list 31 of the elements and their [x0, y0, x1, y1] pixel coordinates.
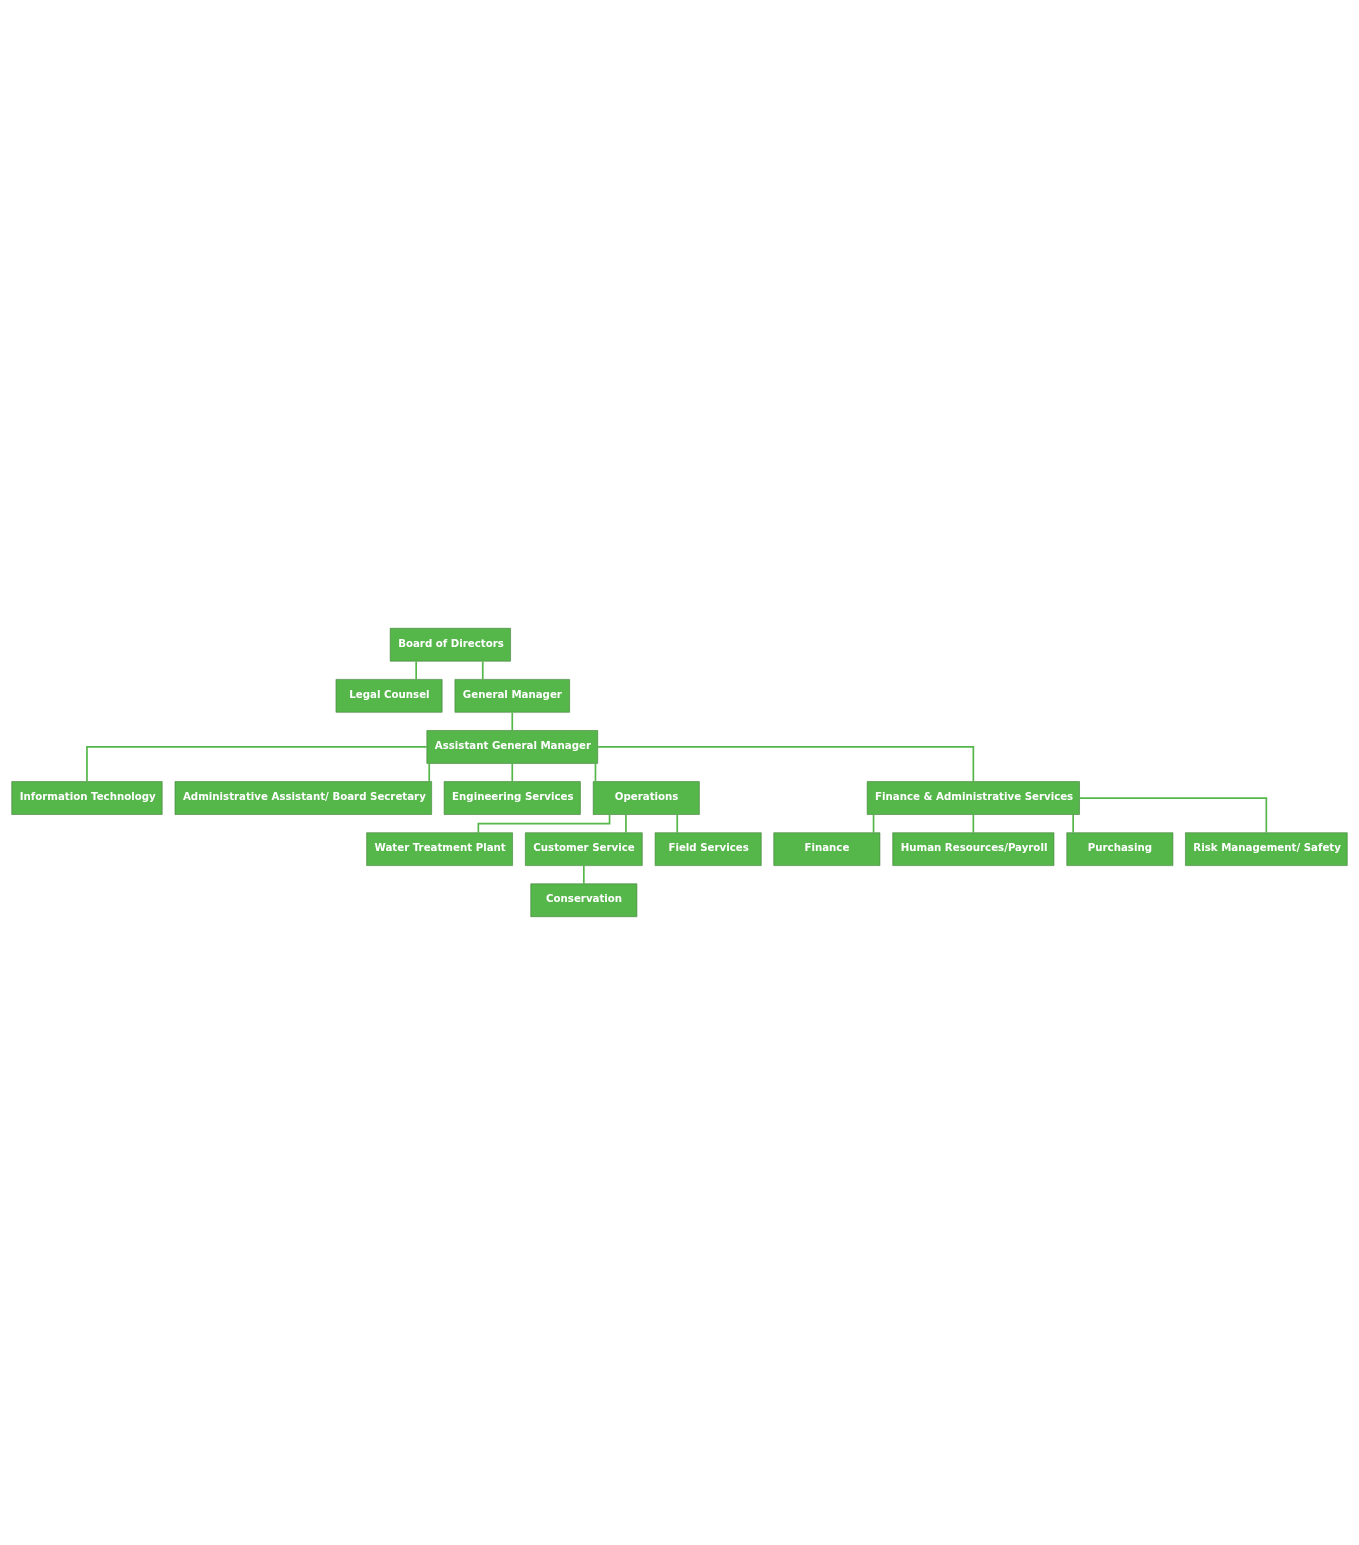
node-box: Purchasing: [1066, 832, 1174, 866]
connector: [1078, 797, 1268, 834]
node-box: Field Services: [654, 832, 762, 866]
connector: [972, 813, 975, 834]
node-box: Board of Directors: [389, 628, 511, 662]
connector: [481, 660, 484, 681]
connector: [597, 746, 975, 783]
node-box: General Manager: [454, 679, 570, 713]
node-box: Operations: [592, 781, 700, 815]
node-box: Conservation: [530, 883, 638, 917]
connector: [676, 813, 679, 834]
connector: [511, 762, 514, 783]
node-box: Finance: [773, 832, 881, 866]
node-box: Risk Management/ Safety: [1185, 832, 1348, 866]
node-box: Finance & Administrative Services: [866, 781, 1080, 815]
connector: [582, 865, 585, 885]
node-box: Human Resources/Payroll: [892, 832, 1055, 866]
node-box: Legal Counsel: [335, 679, 443, 713]
connector: [477, 813, 611, 834]
node-box: Engineering Services: [443, 781, 581, 815]
connector: [511, 711, 514, 732]
connector: [1072, 813, 1074, 834]
connector: [415, 660, 418, 681]
connector: [86, 746, 428, 783]
node-box: Administrative Assistant/ Board Secretary: [174, 781, 432, 815]
connector: [625, 813, 627, 834]
node-box: Customer Service: [525, 832, 643, 866]
node-box: Water Treatment Plant: [366, 832, 513, 866]
connector: [428, 762, 431, 783]
node-box: Assistant General Manager: [426, 730, 598, 764]
node-box: Information Technology: [11, 781, 163, 815]
